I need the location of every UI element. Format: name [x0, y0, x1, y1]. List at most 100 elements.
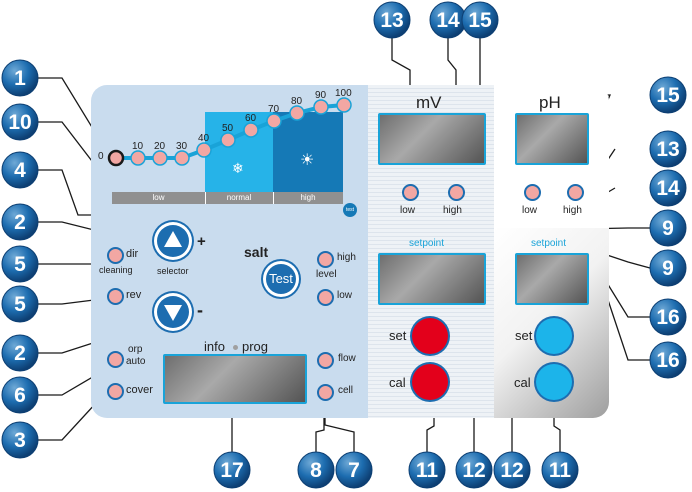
callout-2: 2: [1, 334, 39, 372]
callout-7: 7: [335, 451, 373, 489]
callout-15: 15: [461, 1, 499, 39]
callout-3: 3: [1, 421, 39, 459]
svg-text:16: 16: [656, 349, 679, 372]
sun-icon: ☀: [300, 152, 315, 169]
callout-14: 14: [429, 1, 467, 39]
scale-tick-label: 60: [245, 113, 257, 124]
rev-led: [107, 288, 124, 305]
plus-sign: +: [197, 233, 206, 250]
mv-setpoint-display: [378, 253, 486, 305]
callout-15: 15: [649, 76, 687, 114]
prog-label: prog: [242, 339, 269, 354]
snowflake-icon: ❄: [232, 160, 244, 176]
cover-led: [107, 383, 124, 400]
svg-text:15: 15: [468, 9, 492, 32]
mv-high-label: high: [443, 205, 462, 216]
ph-title: pH: [539, 93, 561, 112]
dir-led: [107, 247, 124, 264]
svg-text:9: 9: [662, 257, 674, 280]
callout-9: 9: [649, 209, 687, 247]
callout-10: 10: [1, 103, 39, 141]
callout-12: 12: [455, 451, 493, 489]
svg-text:13: 13: [656, 138, 679, 161]
salt-label: salt: [244, 244, 269, 260]
callout-13: 13: [649, 130, 687, 168]
down-button[interactable]: [154, 293, 192, 331]
svg-text:7: 7: [348, 459, 360, 482]
callout-5: 5: [1, 245, 39, 283]
scale-tick-label: 100: [335, 88, 352, 99]
scale-dot-90: [313, 99, 329, 115]
mv-set-button[interactable]: [412, 318, 448, 354]
scale-dot-0: [107, 149, 125, 167]
zone-label-normal: normal: [226, 193, 252, 202]
scale-tick-label: 20: [154, 141, 166, 152]
callout-16: 16: [649, 298, 687, 336]
ph-set-label: set: [515, 328, 533, 343]
svg-text:6: 6: [14, 384, 26, 407]
zone-divider: [205, 192, 206, 204]
scale-tick-label: 70: [268, 104, 280, 115]
flow-label: flow: [338, 353, 356, 364]
mv-set-label: set: [389, 328, 407, 343]
svg-text:16: 16: [656, 306, 679, 329]
scale-dot-50: [220, 132, 236, 148]
svg-text:12: 12: [462, 459, 485, 482]
mv-low-led: [402, 184, 419, 201]
svg-text:5: 5: [14, 253, 26, 276]
svg-text:3: 3: [14, 429, 26, 452]
svg-text:17: 17: [220, 459, 243, 482]
svg-text:15: 15: [656, 84, 680, 107]
up-button[interactable]: [154, 222, 192, 260]
ph-cal-button[interactable]: [536, 364, 572, 400]
callout-16: 16: [649, 341, 687, 379]
callout-11: 11: [408, 451, 446, 489]
down-arrow-icon: [164, 305, 182, 321]
scale-dot-40: [196, 142, 212, 158]
ph-low-label: low: [522, 205, 538, 216]
svg-text:14: 14: [656, 177, 680, 200]
up-arrow-icon: [164, 231, 182, 247]
ph-cal-label: cal: [514, 375, 531, 390]
cell-led: [317, 384, 334, 401]
zone-divider: [273, 192, 274, 204]
callout-11: 11: [541, 451, 579, 489]
zone-label-high: high: [300, 193, 316, 202]
scale-tick-label: 50: [222, 123, 234, 134]
scale-dot-70: [266, 113, 282, 129]
scale-dot-80: [289, 105, 305, 121]
callout-13: 13: [373, 1, 411, 39]
callout-4: 4: [1, 151, 39, 189]
mv-display: [378, 113, 486, 165]
svg-text:4: 4: [14, 159, 26, 182]
callout-9: 9: [649, 249, 687, 287]
svg-text:1: 1: [14, 67, 26, 90]
mv-low-label: low: [400, 205, 416, 216]
ph-set-button[interactable]: [536, 318, 572, 354]
callout-17: 17: [213, 451, 251, 489]
separator-dot: [233, 345, 238, 350]
callout-12: 12: [493, 451, 531, 489]
mv-setpoint-label: setpoint: [409, 238, 445, 249]
info-label: info: [204, 339, 225, 354]
flow-led: [317, 352, 334, 369]
zone-label-low: low: [152, 193, 165, 202]
level-low-label: low: [337, 290, 353, 301]
level-low-led: [317, 289, 334, 306]
mv-cal-button[interactable]: [412, 364, 448, 400]
level-label: level: [316, 269, 337, 280]
test-button[interactable]: Test: [263, 261, 299, 297]
callout-2: 2: [1, 203, 39, 241]
scale-dot-20: [152, 150, 168, 166]
scale-dot-100: [336, 97, 352, 113]
auto-label: auto: [126, 356, 146, 367]
orp-auto-led: [107, 351, 124, 368]
mv-title: mV: [416, 93, 442, 112]
scale-tick-label: 30: [176, 141, 188, 152]
dir-label: dir: [126, 248, 139, 260]
ph-high-label: high: [563, 205, 582, 216]
svg-text:2: 2: [14, 342, 26, 365]
svg-text:2: 2: [14, 211, 26, 234]
